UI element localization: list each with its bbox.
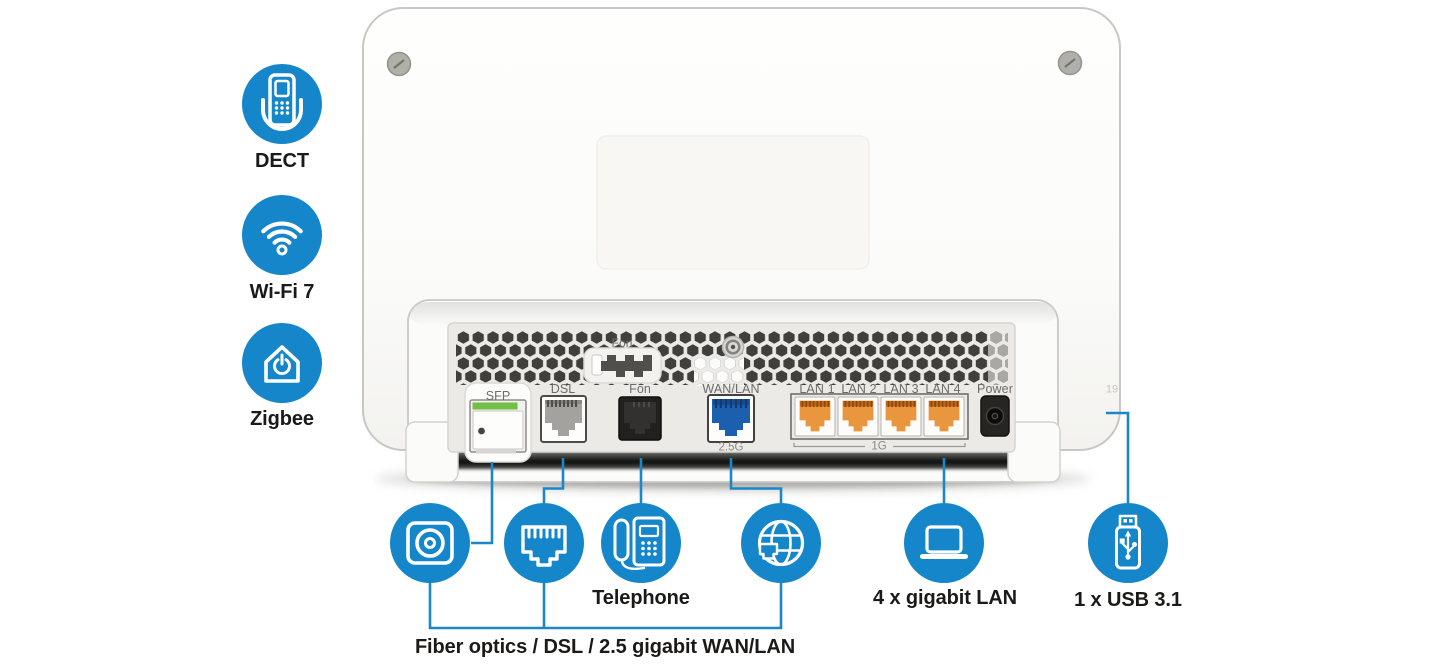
feature-badges — [242, 64, 322, 403]
router-device — [362, 7, 1121, 483]
callout-badges — [390, 503, 1168, 583]
wifi-icon — [242, 195, 322, 275]
usb-stick-icon — [1088, 503, 1168, 583]
screw-icon — [386, 51, 412, 77]
sfp-port-label: SFP — [485, 388, 511, 403]
lan4-port-label: LAN 4 — [925, 381, 961, 396]
dect-handset-icon — [242, 64, 322, 144]
lan1-port — [794, 396, 836, 437]
fon-port — [618, 396, 662, 441]
telephone-label: Telephone — [592, 587, 690, 609]
group-bracket-line — [428, 583, 783, 630]
lan3-port — [880, 396, 922, 437]
laptop-icon — [904, 503, 984, 583]
wanlan-port — [707, 394, 755, 443]
tae-fon-slot — [583, 347, 662, 384]
sfp-port — [464, 382, 532, 463]
telephone-icon — [601, 503, 681, 583]
gigabit-lan-label: 4 x gigabit LAN — [872, 587, 1018, 609]
lan2-port — [837, 396, 879, 437]
bottom-shadow-strip — [426, 450, 1040, 469]
wanlan-speed-label: 2.5G — [718, 441, 744, 454]
fiber-socket-icon — [390, 503, 470, 583]
wan-callout-line — [729, 458, 783, 503]
power-port-label: Power — [977, 381, 1013, 396]
fiber-dsl-wan-group-label: Fiber optics / DSL / 2.5 gigabit WAN/LAN — [414, 636, 796, 658]
port-housing — [405, 299, 1061, 483]
lan-ports-group — [790, 393, 969, 448]
side-marking: 19 — [1105, 383, 1119, 396]
wifi-label: Wi-Fi 7 — [249, 281, 315, 303]
usb-label: 1 x USB 3.1 — [1074, 589, 1182, 611]
label-patch — [596, 135, 870, 270]
ethernet-jack-icon — [504, 503, 584, 583]
tae-fon-label: Fon — [611, 336, 633, 350]
screw-icon — [1057, 50, 1083, 76]
power-port — [980, 395, 1010, 437]
1g-bracket — [793, 443, 966, 448]
wanlan-port-label: WAN/LAN — [702, 381, 760, 396]
smart-home-power-icon — [242, 323, 322, 403]
callout-lines — [428, 411, 1130, 630]
lan-speed-label: 1G — [871, 440, 887, 453]
usb-callout-line — [1106, 411, 1130, 503]
sfp-callout-line — [471, 462, 494, 545]
dect-label: DECT — [254, 150, 310, 172]
lan4-port — [923, 396, 965, 437]
zigbee-label: Zigbee — [250, 408, 314, 430]
fon-port-label: Fon — [629, 381, 651, 396]
right-foot — [1007, 421, 1061, 483]
panel-screw-hole-icon — [721, 335, 745, 359]
globe-wan-icon — [741, 503, 821, 583]
dsl-port-label: DSL — [550, 381, 576, 396]
lan2-port-label: LAN 2 — [841, 381, 877, 396]
lan3-port-label: LAN 3 — [883, 381, 919, 396]
lan1-port-label: LAN 1 — [799, 381, 835, 396]
dsl-port — [540, 395, 587, 443]
dsl-callout-line — [542, 458, 565, 503]
